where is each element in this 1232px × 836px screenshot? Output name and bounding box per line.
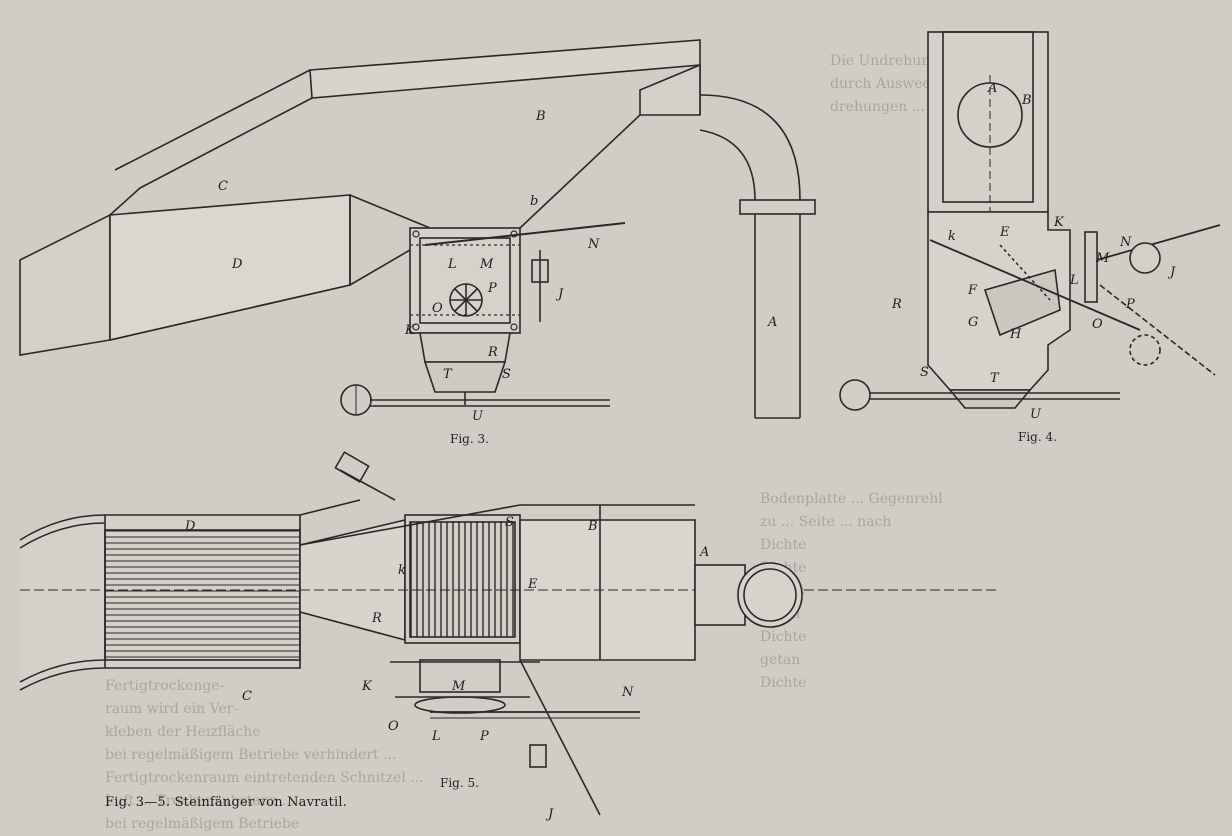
fig4-letter-H: H	[1009, 327, 1022, 342]
fig5-letter-P: P	[479, 729, 489, 744]
fig4-letter-S: S	[920, 365, 929, 380]
figure-3-caption: Fig. 3.	[450, 432, 489, 446]
fig3-letter-B: B	[535, 109, 546, 124]
fig3-letter-M: M	[479, 257, 494, 272]
svg-text:A: A	[767, 315, 777, 330]
fig3-letter-R: R	[487, 345, 498, 360]
figure-5	[19, 451, 1000, 816]
fig3-letter-O: O	[432, 301, 443, 316]
fig4-letter-M: M	[1095, 251, 1110, 266]
fig4-letter-F: F	[967, 283, 978, 298]
fig5-letter-J: J	[545, 807, 554, 822]
figure-4-letters: A B K k E N M J R F L G H O P S T U	[891, 81, 1176, 422]
fig5-letter-R: R	[371, 611, 382, 626]
figure-5-letters: D S B A k E R C K M N O L P J	[184, 515, 709, 822]
fig5-letter-E: E	[527, 577, 538, 592]
fig3-letter-P: P	[487, 281, 497, 296]
figure-5-caption: Fig. 5.	[440, 776, 479, 790]
figure-4	[839, 31, 1221, 411]
fig4-letter-U: U	[1030, 407, 1042, 422]
fig4-letter-N: N	[1119, 235, 1132, 250]
fig3-letter-U: U	[472, 409, 484, 424]
fig5-letter-D: D	[184, 519, 196, 534]
fig4-letter-O: O	[1092, 317, 1103, 332]
fig4-letter-T: T	[990, 371, 1000, 386]
figure-3	[19, 39, 701, 416]
fig4-letter-k: k	[948, 229, 956, 244]
fig3-letter-S: S	[502, 367, 511, 382]
fig4-letter-L: L	[1069, 273, 1079, 288]
fig3-letter-b: b	[530, 194, 538, 209]
fig4-letter-B: B	[1021, 93, 1032, 108]
fig5-letter-M: M	[451, 679, 466, 694]
fig3-letter-K: K	[404, 323, 416, 338]
fig4-letter-G: G	[968, 315, 978, 330]
fig5-letter-S: S	[505, 515, 514, 530]
fig4-letter-P: P	[1125, 297, 1135, 312]
fig4-letter-R: R	[891, 297, 902, 312]
fig4-letter-J: J	[1167, 265, 1176, 280]
fig5-letter-O: O	[388, 719, 399, 734]
fig3-letter-L: L	[447, 257, 457, 272]
fig5-letter-K: K	[361, 679, 373, 694]
fig3-letter-N: N	[587, 237, 600, 252]
fig3-letter-J: J	[555, 287, 564, 302]
fig5-letter-A: A	[699, 545, 709, 560]
figure-3-pipe	[699, 94, 816, 419]
fig5-letter-C: C	[242, 689, 252, 704]
fig4-letter-A: A	[987, 81, 997, 96]
figures-main-caption: Fig. 3—5. Steinfänger von Navratil.	[105, 795, 348, 810]
fig3-letter-C: C	[218, 179, 228, 194]
fig5-letter-L: L	[431, 729, 441, 744]
fig4-letter-K: K	[1053, 215, 1065, 230]
fig3-letter-D: D	[231, 257, 243, 272]
fig3-letter-T: T	[443, 367, 453, 382]
fig5-letter-N: N	[621, 685, 634, 700]
fig5-letter-B: B	[587, 519, 598, 534]
fig4-letter-E: E	[999, 225, 1010, 240]
fig5-letter-k: k	[398, 563, 406, 578]
figure-4-caption: Fig. 4.	[1018, 430, 1057, 444]
figure-3-letters: B C D b N L M P K O T R S J U A	[218, 109, 777, 424]
